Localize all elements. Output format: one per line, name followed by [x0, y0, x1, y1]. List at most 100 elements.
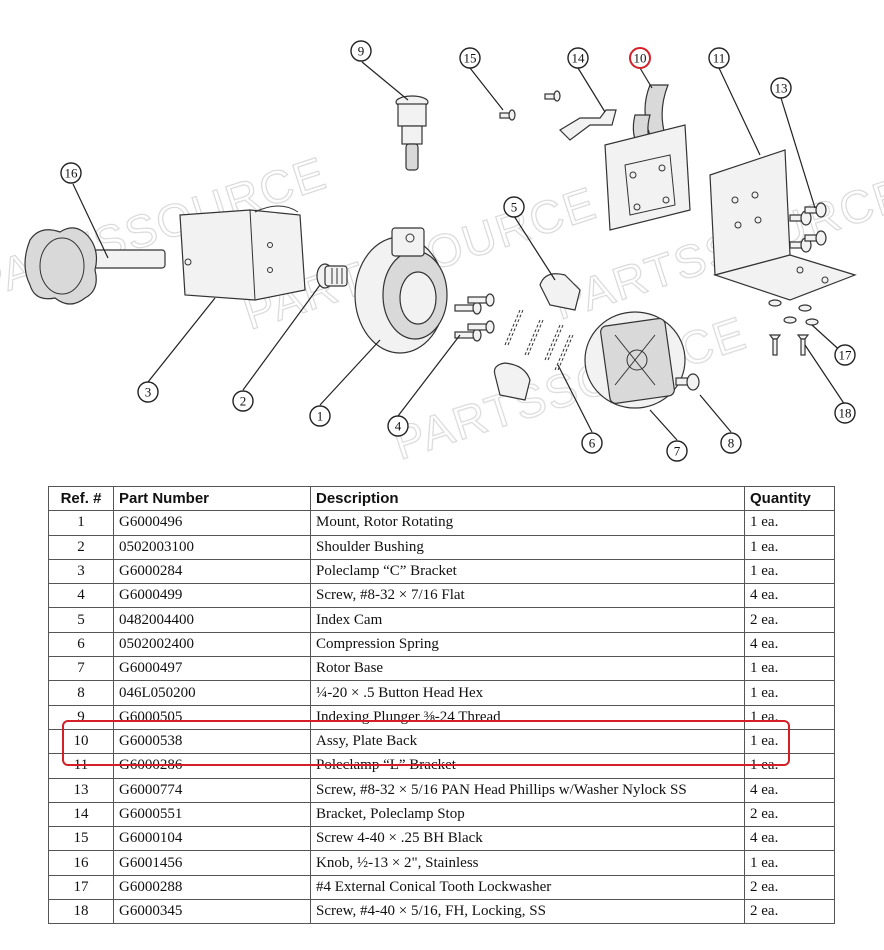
part-11-l-bracket	[709, 149, 857, 301]
description-cell: Indexing Plunger ⅜-24 Thread	[310, 704, 745, 730]
ref-cell: 6	[48, 631, 114, 658]
part-14-stop-bracket	[559, 109, 617, 141]
part-number-cell: G6000499	[113, 583, 311, 609]
part-2-shoulder-bushing	[316, 263, 348, 289]
callout-7: 7	[666, 440, 688, 462]
part-9-indexing-plunger	[395, 95, 429, 171]
part-number-cell: G6000496	[113, 510, 311, 536]
svg-text:15: 15	[464, 51, 477, 66]
description-cell: Knob, ½-13 × 2", Stainless	[310, 850, 745, 876]
parts-table: Ref. # Part Number Description Quantity …	[48, 485, 835, 925]
description-cell: #4 External Conical Tooth Lockwasher	[310, 874, 745, 901]
callout-17: 17	[834, 344, 856, 366]
part-number-cell: G6000288	[113, 874, 311, 901]
column-header-part-number: Part Number	[113, 485, 311, 512]
quantity-cell: 1 ea.	[744, 680, 835, 706]
part-number-cell: 0502003100	[113, 534, 311, 560]
quantity-cell: 2 ea.	[744, 607, 835, 633]
quantity-cell: 1 ea.	[744, 753, 835, 779]
quantity-cell: 2 ea.	[744, 874, 835, 901]
svg-text:16: 16	[65, 166, 79, 181]
svg-text:6: 6	[589, 436, 596, 451]
quantity-cell: 4 ea.	[744, 777, 835, 803]
ref-cell: 3	[48, 558, 114, 585]
description-cell: Index Cam	[310, 607, 745, 633]
callout-16: 16	[60, 162, 82, 184]
svg-text:10: 10	[634, 51, 647, 66]
part-15-screws	[499, 90, 561, 121]
ref-cell: 13	[48, 777, 114, 803]
ref-cell: 1	[48, 510, 114, 536]
svg-text:8: 8	[728, 436, 735, 451]
quantity-cell: 1 ea.	[744, 534, 835, 560]
ref-cell: 8	[48, 680, 114, 706]
callout-4: 4	[387, 415, 409, 437]
description-cell: Poleclamp “C” Bracket	[310, 558, 745, 585]
part-number-cell: G6001456	[113, 850, 311, 876]
description-cell: Rotor Base	[310, 656, 745, 682]
svg-text:11: 11	[713, 51, 726, 66]
description-cell: Bracket, Poleclamp Stop	[310, 801, 745, 828]
ref-cell: 7	[48, 656, 114, 682]
part-number-cell: G6000345	[113, 899, 311, 925]
description-cell: Screw 4-40 × .25 BH Black	[310, 826, 745, 852]
part-number-cell: G6000104	[113, 826, 311, 852]
ref-cell: 10	[48, 728, 114, 755]
part-17-lockwashers	[768, 299, 819, 326]
callout-5: 5	[503, 196, 525, 218]
svg-text:18: 18	[839, 406, 852, 421]
svg-text:4: 4	[395, 419, 402, 434]
quantity-cell: 1 ea.	[744, 850, 835, 876]
callout-14: 14	[567, 47, 589, 69]
part-13-screws	[789, 202, 827, 253]
part-number-cell: 0482004400	[113, 607, 311, 633]
part-8-button-screw	[675, 373, 700, 391]
svg-text:5: 5	[511, 200, 518, 215]
part-number-cell: G6000551	[113, 801, 311, 828]
svg-text:3: 3	[145, 385, 152, 400]
svg-text:13: 13	[775, 81, 788, 96]
svg-text:9: 9	[358, 44, 365, 59]
part-number-cell: G6000284	[113, 558, 311, 585]
ref-cell: 15	[48, 826, 114, 852]
part-18-fh-screws	[768, 334, 810, 356]
ref-cell: 4	[48, 583, 114, 609]
callout-13: 13	[770, 77, 792, 99]
svg-text:14: 14	[572, 51, 586, 66]
description-cell: ¼-20 × .5 Button Head Hex	[310, 680, 745, 706]
description-cell: Screw, #8-32 × 7/16 Flat	[310, 583, 745, 609]
callout-11: 11	[708, 47, 730, 69]
part-number-cell: 0502002400	[113, 631, 311, 658]
ref-cell: 18	[48, 899, 114, 925]
part-number-cell: G6000505	[113, 704, 311, 730]
quantity-cell: 1 ea.	[744, 728, 835, 755]
quantity-cell: 2 ea.	[744, 801, 835, 828]
part-number-cell: G6000286	[113, 753, 311, 779]
part-5-index-cam	[493, 273, 581, 401]
quantity-cell: 1 ea.	[744, 510, 835, 536]
part-number-cell: G6000497	[113, 656, 311, 682]
quantity-cell: 1 ea.	[744, 656, 835, 682]
part-1-rotor-mount	[354, 227, 448, 354]
callout-6: 6	[581, 432, 603, 454]
callout-3: 3	[137, 381, 159, 403]
ref-cell: 16	[48, 850, 114, 876]
column-header-description: Description	[310, 485, 745, 512]
part-number-cell: G6000538	[113, 728, 311, 755]
column-header-ref: Ref. #	[48, 485, 114, 512]
callout-18: 18	[834, 402, 856, 424]
